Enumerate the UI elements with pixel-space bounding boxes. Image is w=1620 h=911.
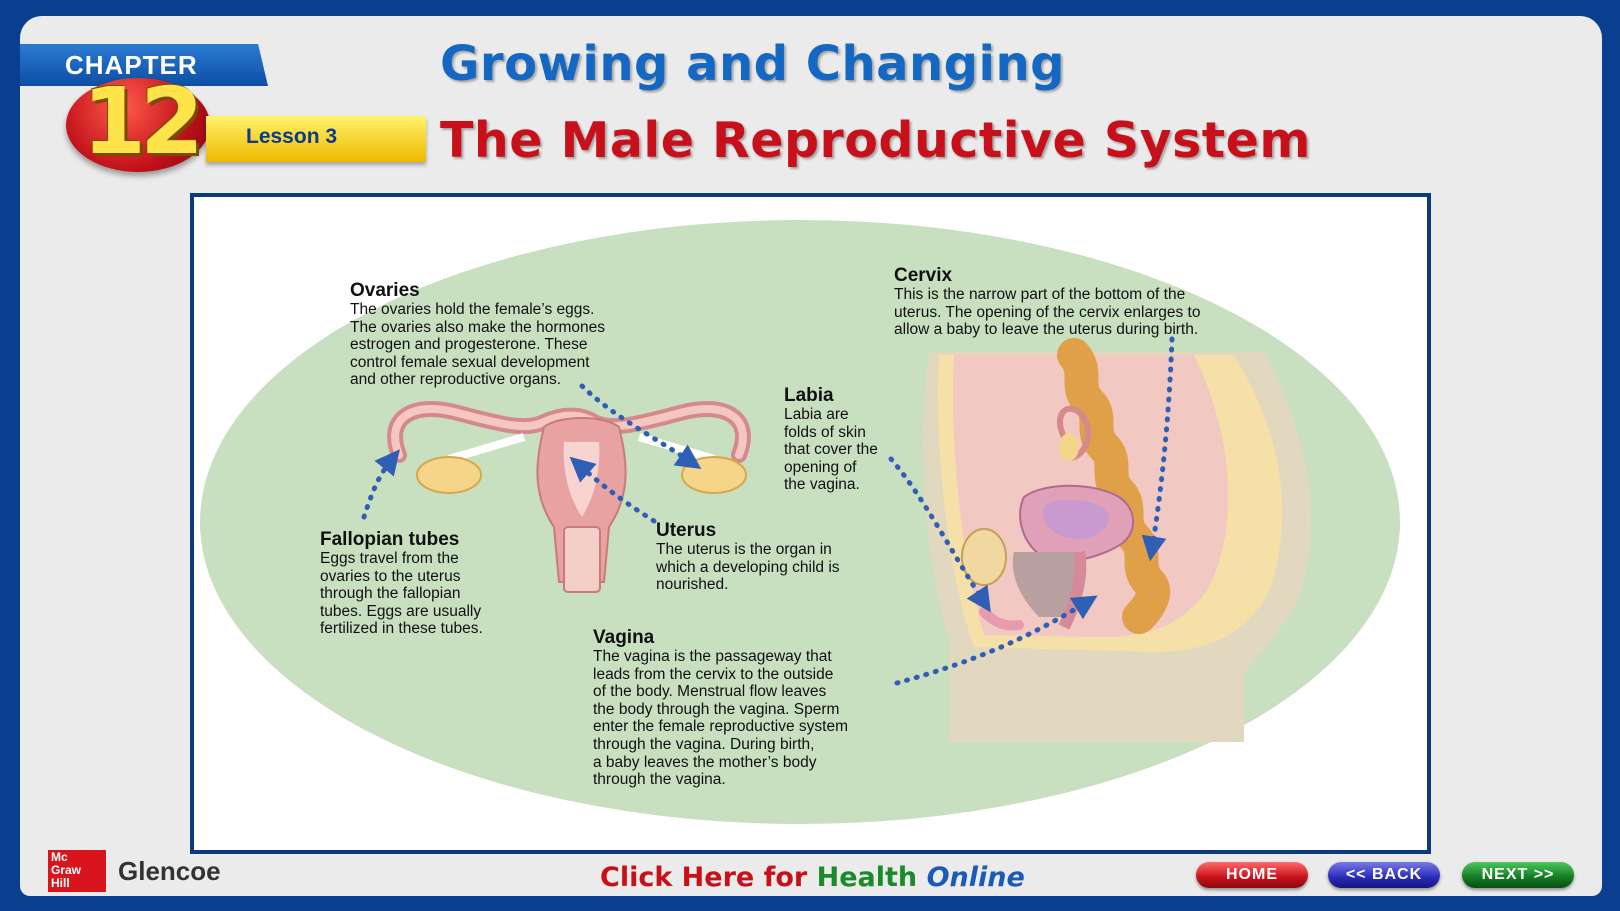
label-vagina-title: Vagina	[593, 627, 655, 648]
ovaries-arrow	[579, 383, 702, 469]
label-vagina: Vagina The vagina is the passageway that…	[593, 628, 848, 789]
uterus-front-view	[387, 401, 751, 593]
page-subtitle: The Male Reproductive System	[440, 112, 1311, 169]
label-cervix-text: This is the narrow part of the bottom of…	[894, 286, 1201, 339]
label-ovaries-title: Ovaries	[350, 280, 420, 301]
label-labia-text: Labia are folds of skin that cover the o…	[784, 406, 878, 494]
link-part-health: Health	[816, 862, 927, 893]
label-labia: Labia Labia are folds of skin that cover…	[784, 386, 878, 494]
label-uterus: Uterus The uterus is the organ in which …	[656, 521, 840, 594]
publisher-name: Glencoe	[118, 856, 221, 886]
label-cervix: Cervix This is the narrow part of the bo…	[894, 266, 1200, 339]
chapter-badge	[66, 78, 210, 172]
lesson-tab: Lesson 3	[206, 116, 426, 162]
label-ovaries: Ovaries The ovaries hold the female’s eg…	[350, 281, 605, 389]
label-labia-title: Labia	[784, 385, 834, 406]
label-fallopian-title: Fallopian tubes	[320, 529, 460, 550]
next-button[interactable]: NEXT >>	[1462, 862, 1574, 888]
left-ovary	[416, 456, 482, 494]
link-part-click-here: Click Here for	[600, 862, 817, 893]
label-fallopian-text: Eggs travel from the ovaries to the uter…	[320, 550, 483, 638]
uterus-arrow	[569, 456, 657, 524]
slide-panel: CHAPTER 12 Lesson 3 Growing and Changing…	[20, 16, 1602, 896]
label-ovaries-text: The ovaries hold the female’s eggs. The …	[350, 301, 606, 389]
labia-arrow	[888, 456, 991, 613]
diagram-frame: Ovaries The ovaries hold the female’s eg…	[190, 193, 1431, 854]
back-button[interactable]: << BACK	[1328, 862, 1440, 888]
label-uterus-title: Uterus	[656, 520, 717, 541]
cervix-arrow	[1141, 336, 1175, 562]
label-cervix-title: Cervix	[894, 265, 953, 286]
health-online-link[interactable]: Click Here for Health Online	[600, 862, 1025, 893]
mcgraw-hill-logo: Mc Graw Hill	[48, 850, 106, 892]
uterus-side-view	[922, 338, 1312, 742]
leader-lines	[361, 336, 1175, 686]
chapter-number: 12	[81, 68, 204, 175]
label-fallopian-tubes: Fallopian tubes Eggs travel from the ova…	[320, 530, 483, 638]
label-vagina-text: The vagina is the passageway that leads …	[593, 648, 849, 789]
page-title: Growing and Changing	[440, 36, 1066, 92]
link-part-online: Online	[926, 862, 1025, 893]
home-button[interactable]: HOME	[1196, 862, 1308, 888]
vagina-arrow	[894, 595, 1098, 686]
right-ovary	[681, 456, 747, 494]
label-uterus-text: The uterus is the organ in which a devel…	[656, 541, 840, 594]
fallopian-arrow	[361, 449, 400, 520]
reproductive-diagram	[200, 220, 1400, 824]
